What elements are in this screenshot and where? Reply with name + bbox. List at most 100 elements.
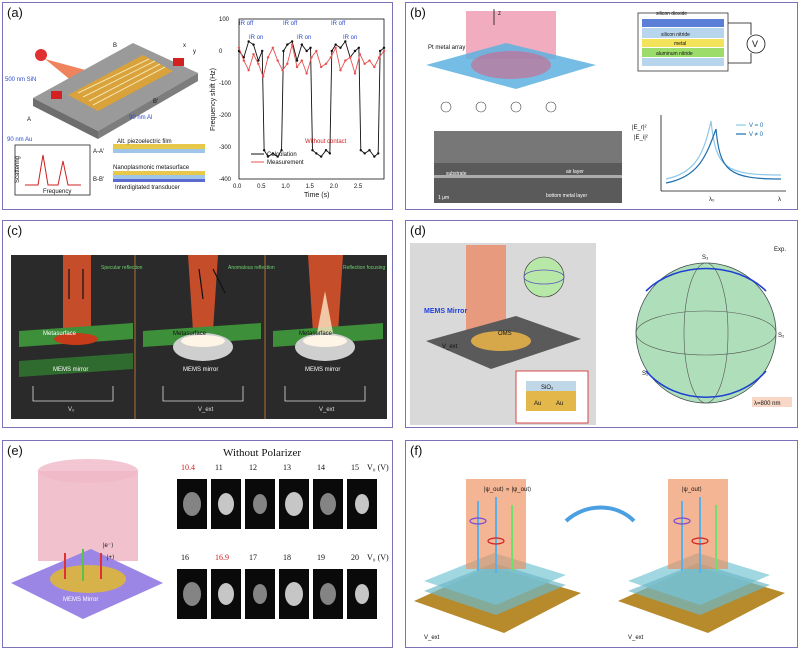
series-0-point-36 [382,46,386,49]
row2-voltage-4: 19 [317,553,325,562]
row1-tiles [177,479,377,529]
series-1-point-3 [252,53,255,56]
x-tick-label-0: 0.0 [233,184,242,190]
scene-anomalous [143,255,261,361]
row2-voltage-5: 20 [351,553,359,562]
panel-e-title: Without Polarizer [223,447,302,459]
label-right-voltage: V_ext [628,635,644,641]
row2-tile-spot-2 [253,584,267,604]
row2-voltage-2: 17 [249,553,257,562]
series-0-point-13 [290,40,294,43]
panel-d-label: (d) [410,223,426,238]
panel-b-figure: z Pt metal array silicon dioxide silicon… [426,9,786,203]
series-0-point-10 [280,149,283,152]
series-1-point-29 [377,56,381,59]
scene-right [618,479,785,633]
chart-legend-measurement: Measurement [267,160,304,166]
label-right-state: |ψ_out⟩ [682,486,702,493]
label-x: x [183,43,186,49]
series-1-point-21 [339,69,342,72]
panel-e-label: (e) [7,443,23,458]
label-b-prime: B' [153,99,158,105]
spectrum-legend-v0: V = 0 [749,123,764,129]
chart-series [237,40,386,158]
label-z: z [498,11,501,17]
series-1-point-30 [382,49,386,53]
y-tick-label-5: -400 [219,177,232,183]
label-specular: Specular reflection [101,265,143,271]
inset-spectrum [14,144,91,196]
row2-voltage-1: 16.9 [215,553,229,562]
scene-specular [19,255,133,377]
chart-annotation-ir-on-1: IR on [249,35,263,41]
series-0-point-21 [324,149,328,152]
row2-tile-spot-4 [320,583,336,605]
label-b: B [113,43,117,49]
label-left-voltage: V_ext [424,635,440,641]
panel-d-figure: MEMS Mirror OMS V_ext SiO₂ Au Au S₃ S₂ S… [410,243,792,425]
label-s2: S₂ [778,333,785,339]
label-aln: aluminum nitride [656,51,693,57]
x-tick-label-3: 1.5 [306,184,315,190]
label-sio2: silicon dioxide [656,11,687,17]
metasurface-membrane [68,55,173,111]
label-anomalous: Anomalous reflection [228,265,275,271]
label-vext: V_ext [442,344,458,350]
sem-scalebar: 1 μm [438,195,449,201]
y-tick-label-3: -200 [219,113,232,119]
series-0-point-4 [257,59,260,62]
x-tick-label-1: 0.5 [257,184,266,190]
series-0-point-11 [282,49,285,53]
panel-c-label: (c) [7,223,23,238]
series-0-point-30 [359,149,362,152]
label-a: A [27,117,31,123]
row2-tile-spot-5 [355,584,369,604]
series-1-point-11 [290,43,294,46]
chart-annotation-ir-off-2: IR off [283,21,298,27]
series-0-point-22 [328,152,332,155]
voltmeter-icon [746,34,766,54]
label-metasurface-1: Metasurface [43,331,77,337]
series-1-point-0 [237,46,241,49]
beam-cylinder [38,471,138,561]
series-0-point-29 [357,46,361,49]
sem-label-air: air layer [566,169,584,175]
panel-a: (a) 500 nm SiN 90 nm Al 90 nm Au B B' A … [2,2,393,210]
label-mems-2: MEMS mirror [183,367,218,373]
panel-f-label: (f) [410,443,423,458]
sem-label-bottom-metal: bottom metal layer [546,193,587,199]
panel-b-label: (b) [410,5,426,20]
series-1-point-12 [295,65,299,69]
row1-voltages: 10.4 11 12 13 14 15 V₀ (V) [173,463,392,475]
series-0-point-33 [373,155,376,158]
chart-annotation-without-contact: Without contact [305,139,347,145]
laser-source-icon [35,49,47,61]
y-tick-label-1: 0 [219,49,223,55]
y-tick-label-0: 100 [219,17,230,23]
series-0-point-18 [311,149,314,152]
spectrum-lambda: λ [778,197,781,203]
series-1-point-13 [300,59,304,62]
panel-a-device-schematic: 500 nm SiN 90 nm Al 90 nm Au B B' A x y … [5,43,205,196]
series-line-1 [238,44,385,79]
chart-xlabel: Time (s) [304,192,329,199]
stack-marker-b: B-B' [93,177,104,183]
series-1-point-17 [319,65,323,69]
switch-arrow-icon [564,505,636,523]
panel-b: (b) z Pt metal array silicon dioxide sil… [405,2,798,210]
series-1-point-22 [344,59,347,62]
spectrum-lambda0: λ₀ [709,197,715,203]
spectrum-curve-v-nonzero [665,128,782,184]
label-wavelength: λ=800 nm [754,401,781,407]
row1-voltage-1: 11 [215,463,223,472]
series-0-point-26 [344,40,347,43]
beam [466,245,506,335]
label-sin: 500 nm SiN [5,77,36,83]
chart-annotation-ir-on-2: IR on [297,35,311,41]
panel-f: (f) |ψ_out⟩ ∝ |ψ_out⟩ |ψ_out⟩ V_ext V_ex… [405,440,798,648]
label-sin-layer: silicon nitride [661,32,690,38]
panel-e: (e) |e⁻⟩ |+⟩ MEMS Mirror Without Polariz… [2,440,393,648]
series-1-point-27 [368,59,371,62]
series-1-point-24 [353,72,357,75]
